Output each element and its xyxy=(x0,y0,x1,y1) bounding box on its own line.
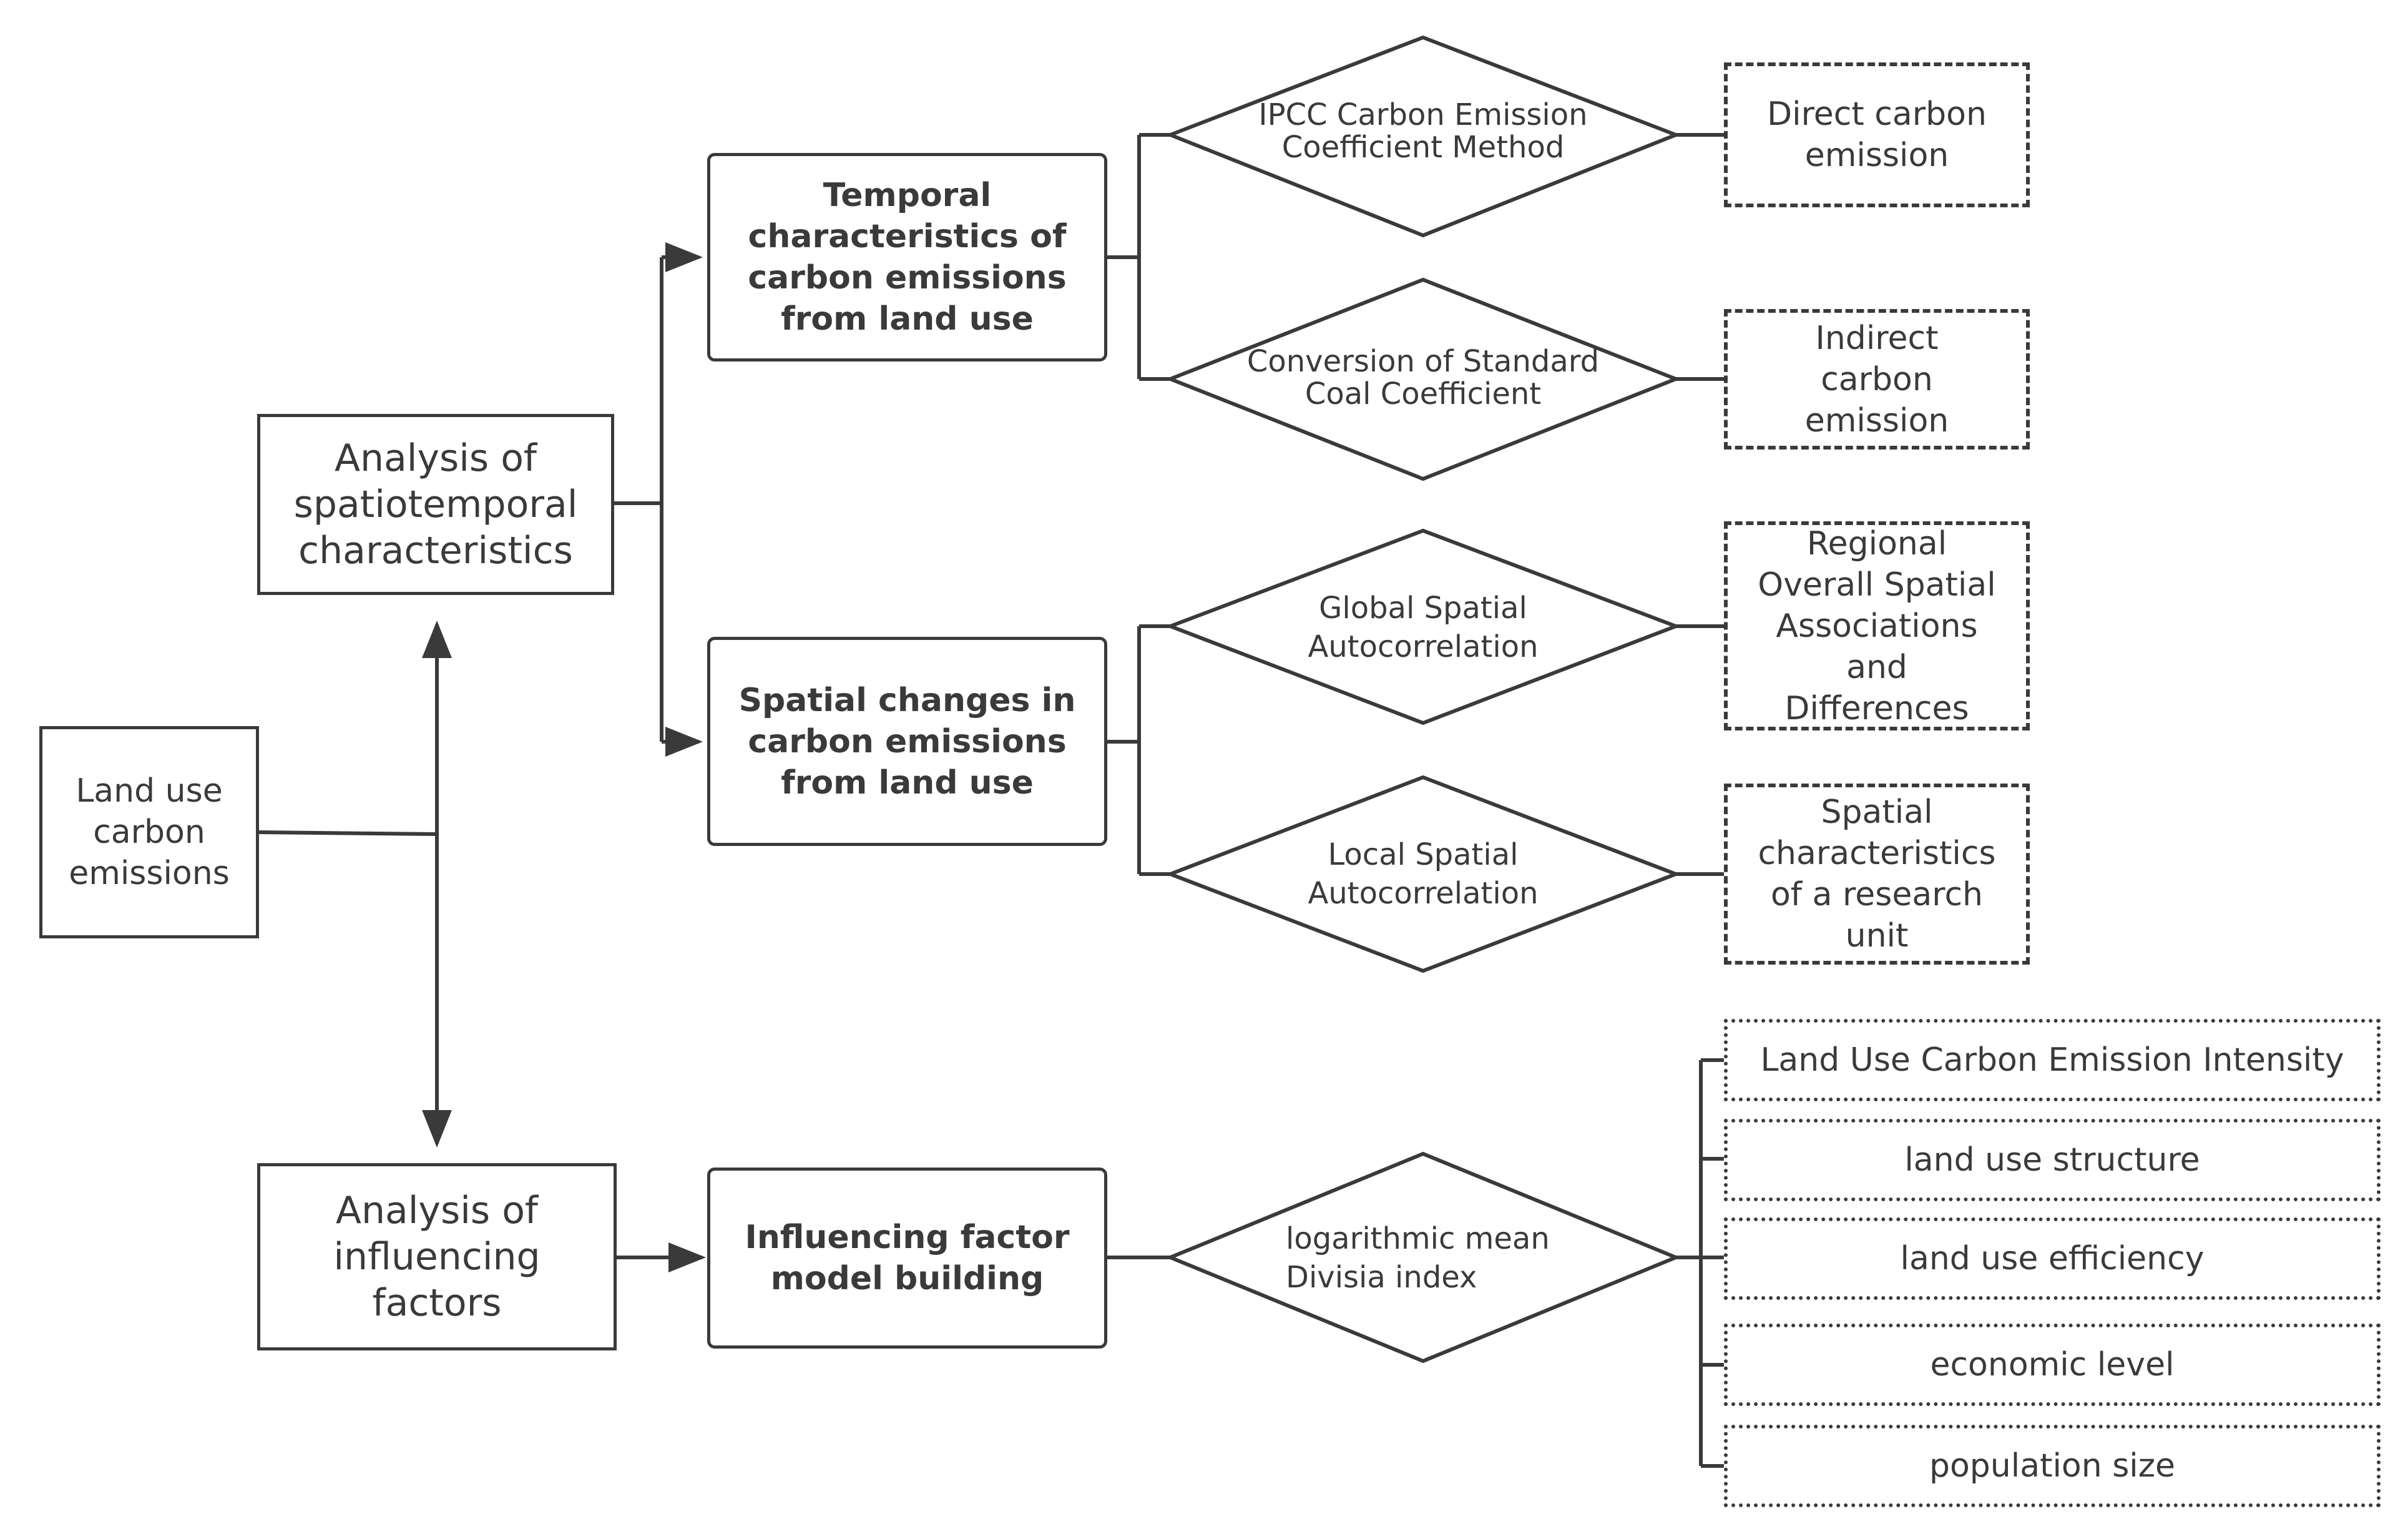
factor-population-size: population size xyxy=(1724,1425,2381,1507)
connector-spatiotemporal-branch xyxy=(612,257,663,742)
spatial-changes-label: Spatial changes in carbon emissions from… xyxy=(738,681,1076,802)
land-use-carbon-emissions-box: Land use carbon emissions xyxy=(39,726,259,938)
connector-land-use-to-trunk xyxy=(258,830,438,836)
diamond-standard-coal xyxy=(1165,277,1681,481)
connector-temporal-branch xyxy=(1106,133,1170,381)
temporal-characteristics-label: Temporal characteristics of carbon emiss… xyxy=(748,177,1067,338)
model-building-label: Influencing factor model building xyxy=(745,1219,1070,1297)
diamond-ipcc xyxy=(1165,35,1681,238)
factor-population-size-label: population size xyxy=(1929,1447,2176,1485)
factor-carbon-emission-intensity: Land Use Carbon Emission Intensity xyxy=(1724,1019,2381,1101)
factor-economic-level: economic level xyxy=(1724,1324,2381,1406)
diamond-global-spatial xyxy=(1165,528,1681,725)
factor-carbon-emission-intensity-label: Land Use Carbon Emission Intensity xyxy=(1760,1041,2344,1079)
factor-land-use-efficiency: land use efficiency xyxy=(1724,1217,2381,1300)
factor-land-use-efficiency-label: land use efficiency xyxy=(1900,1240,2205,1277)
factor-land-use-structure-label: land use structure xyxy=(1904,1141,2200,1179)
influencing-factors-analysis-label: Analysis of influencing factors xyxy=(333,1189,541,1325)
indirect-carbon-emission-box: Indirect carbon emission xyxy=(1724,309,2030,450)
diamond-local-spatial xyxy=(1165,775,1681,973)
land-use-carbon-emissions-label: Land use carbon emissions xyxy=(69,772,230,892)
research-unit-characteristics-label: Spatial characteristics of a research un… xyxy=(1758,794,1996,955)
factor-economic-level-label: economic level xyxy=(1930,1346,2175,1384)
indirect-carbon-emission-label: Indirect carbon emission xyxy=(1804,319,1949,440)
influencing-factors-analysis-box: Analysis of influencing factors xyxy=(257,1163,617,1350)
regional-spatial-associations-box: Regional Overall Spatial Associations an… xyxy=(1724,521,2030,730)
connector-spatial-changes-branch xyxy=(1106,624,1170,876)
regional-spatial-associations-label: Regional Overall Spatial Associations an… xyxy=(1758,524,1996,727)
spatiotemporal-analysis-label: Analysis of spatiotemporal characteristi… xyxy=(293,436,578,573)
direct-carbon-emission-box: Direct carbon emission xyxy=(1724,62,2030,207)
spatial-changes-box: Spatial changes in carbon emissions from… xyxy=(707,637,1107,846)
diamond-lmdi xyxy=(1165,1151,1681,1364)
research-unit-characteristics-box: Spatial characteristics of a research un… xyxy=(1724,784,2030,965)
direct-carbon-emission-label: Direct carbon emission xyxy=(1767,96,1987,174)
spatiotemporal-analysis-box: Analysis of spatiotemporal characteristi… xyxy=(257,414,614,595)
factor-land-use-structure: land use structure xyxy=(1724,1119,2381,1201)
connector-lmdi-to-factors xyxy=(1676,1058,1724,1468)
temporal-characteristics-box: Temporal characteristics of carbon emiss… xyxy=(707,153,1107,361)
model-building-box: Influencing factor model building xyxy=(707,1168,1107,1349)
